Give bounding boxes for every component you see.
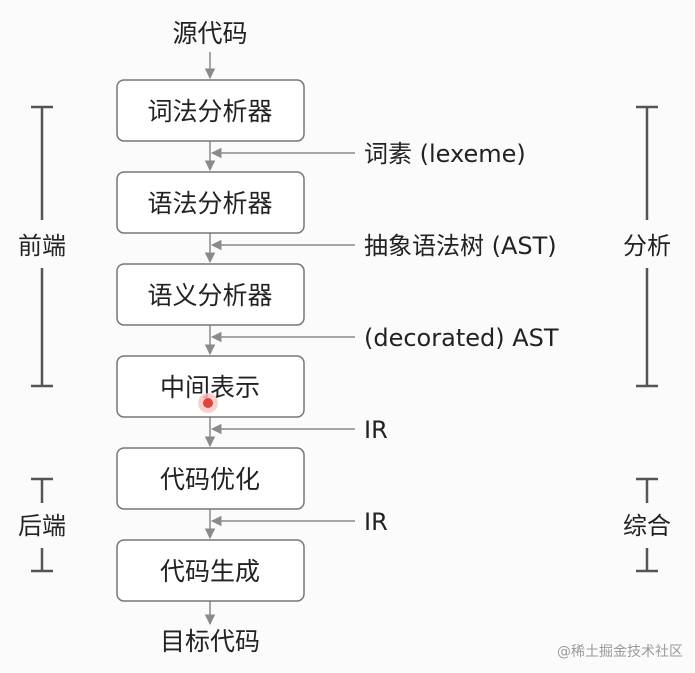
target-code-label: 目标代码 bbox=[160, 627, 260, 656]
output-label-ast: 抽象语法树 (AST) bbox=[364, 232, 557, 260]
stage-box-code-generation: 代码生成 bbox=[116, 539, 305, 602]
stage-label-code-optimization: 代码优化 bbox=[160, 465, 260, 494]
bracket-analysis bbox=[636, 105, 658, 388]
stage-label-semantic-analyzer: 语义分析器 bbox=[147, 281, 272, 310]
stage-box-code-optimization: 代码优化 bbox=[116, 447, 305, 510]
group-label-synthesis: 综合 bbox=[623, 512, 671, 540]
group-label-frontend: 前端 bbox=[18, 232, 66, 260]
group-label-backend: 后端 bbox=[18, 512, 66, 540]
cursor-dot bbox=[198, 393, 218, 413]
stage-box-intermediate-representation: 中间表示 bbox=[116, 355, 305, 418]
stage-label-lexer: 词法分析器 bbox=[147, 97, 272, 126]
bracket-synthesis bbox=[636, 477, 658, 573]
stage-label-parser: 语法分析器 bbox=[147, 189, 272, 218]
output-label-decorated-ast: (decorated) AST bbox=[364, 324, 559, 352]
bracket-backend bbox=[31, 477, 53, 573]
stage-box-semantic-analyzer: 语义分析器 bbox=[116, 263, 305, 326]
stage-label-code-generation: 代码生成 bbox=[160, 557, 260, 586]
output-label-lexeme: 词素 (lexeme) bbox=[364, 140, 526, 168]
group-label-analysis: 分析 bbox=[623, 232, 671, 260]
watermark-label: @稀土掘金技术社区 bbox=[557, 644, 683, 660]
output-label-ir-2: IR bbox=[364, 508, 388, 536]
stage-box-parser: 语法分析器 bbox=[116, 171, 305, 234]
cursor-core bbox=[203, 398, 213, 408]
stage-box-lexer: 词法分析器 bbox=[116, 79, 305, 142]
bracket-frontend bbox=[31, 105, 53, 388]
output-label-ir-1: IR bbox=[364, 416, 388, 444]
source-code-label: 源代码 bbox=[172, 19, 247, 48]
